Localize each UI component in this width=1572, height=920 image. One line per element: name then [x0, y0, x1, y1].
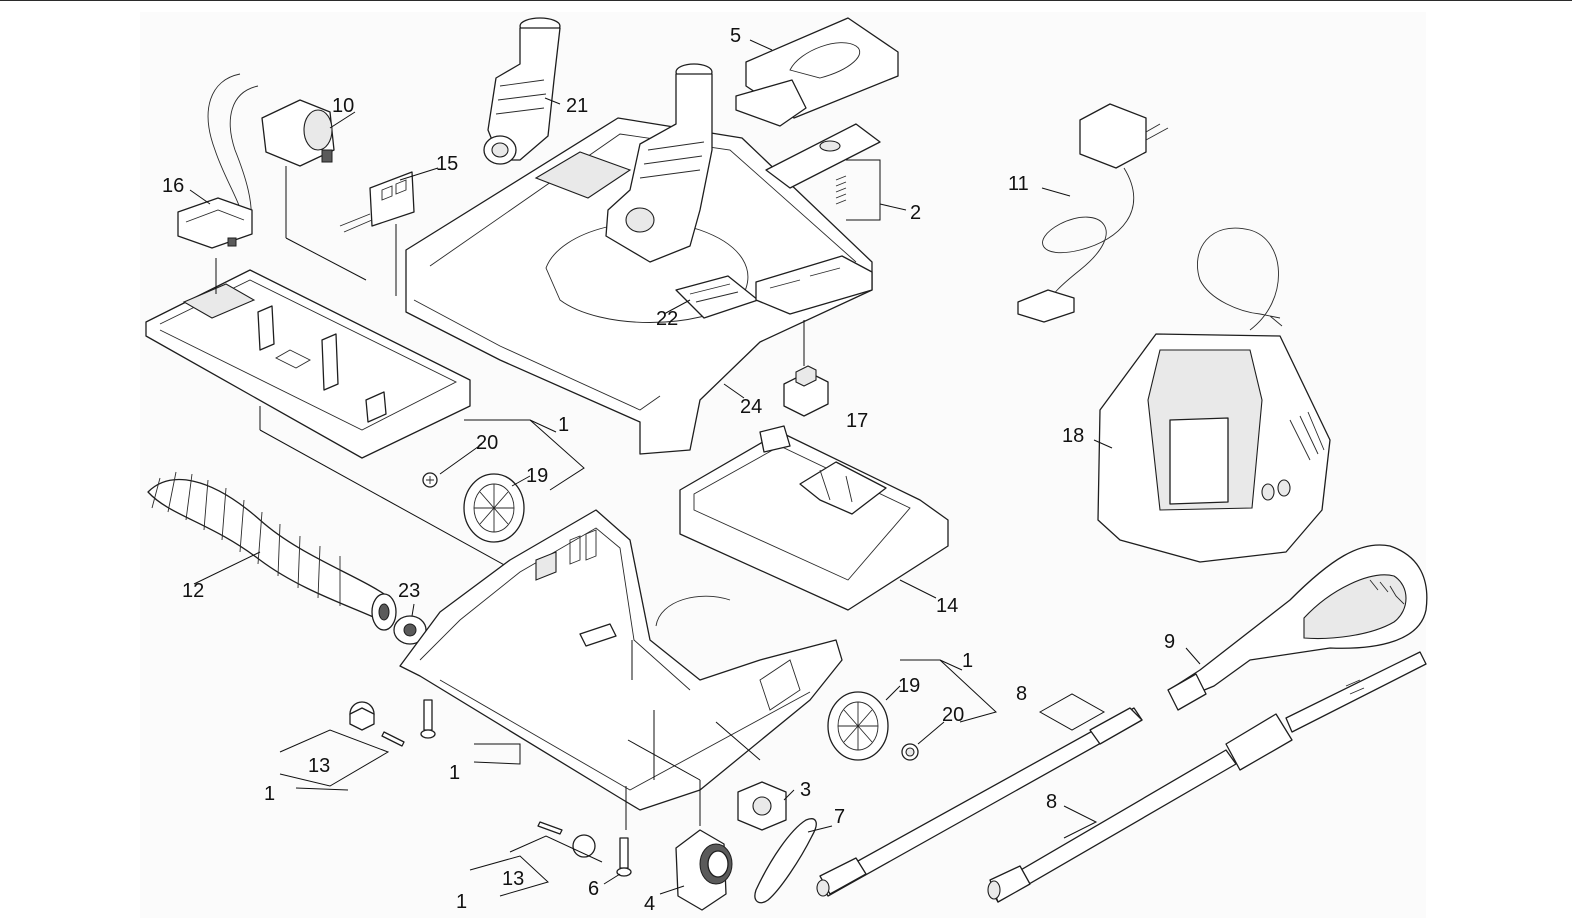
part-lid	[735, 17, 899, 127]
top-border-line	[0, 0, 1572, 1]
part-gear-housing	[675, 829, 733, 911]
callout-19: 19	[898, 675, 920, 697]
part-circuit-board	[339, 171, 415, 233]
callout-13: 13	[502, 868, 524, 890]
part-handle-joint-mounted	[605, 63, 713, 263]
part-handle-grip	[1167, 544, 1428, 711]
part-base-tray	[145, 269, 641, 641]
callout-1: 1	[962, 650, 973, 672]
callout-20: 20	[476, 432, 498, 454]
callout-12: 12	[182, 580, 204, 602]
callout-11: 11	[1008, 173, 1029, 195]
callout-18: 18	[1062, 425, 1084, 447]
part-brush-roller	[147, 471, 397, 631]
callout-8: 8	[1016, 683, 1027, 705]
callout-24: 24	[740, 396, 762, 418]
part-switch-cover	[765, 123, 881, 205]
part-drive-belt	[754, 818, 817, 904]
callout-21: 21	[566, 95, 588, 117]
part-connector	[177, 197, 253, 249]
callout-20: 20	[942, 704, 964, 726]
callout-4: 4	[644, 893, 655, 915]
callout-17: 17	[846, 410, 868, 432]
part-charging-station	[1097, 227, 1331, 563]
callout-9: 9	[1164, 631, 1175, 653]
callout-6: 6	[588, 878, 599, 900]
part-bushing-group-upper	[349, 699, 436, 747]
part-dirt-container	[679, 425, 949, 611]
callout-labels: 1 1 1 1 1 2 3 4 5 6 7 8 8 9 10 11 12 13 …	[162, 25, 1175, 915]
leader-lines	[189, 39, 1201, 897]
part-switch	[783, 320, 829, 417]
part-power-adapter	[1017, 103, 1169, 323]
part-motor	[207, 73, 335, 229]
callout-15: 15	[436, 153, 458, 175]
part-washer	[393, 615, 427, 645]
part-wheel-upper	[422, 472, 525, 543]
callout-3: 3	[800, 779, 811, 801]
callout-1: 1	[558, 414, 569, 436]
callout-13: 13	[308, 755, 330, 777]
callout-23: 23	[398, 580, 420, 602]
callout-8: 8	[1046, 791, 1057, 813]
callout-1: 1	[264, 783, 275, 805]
part-wheel-lower	[827, 691, 919, 761]
callout-1: 1	[456, 891, 467, 913]
callout-2: 2	[910, 202, 921, 224]
callout-5: 5	[730, 25, 741, 47]
part-tube-lower	[987, 651, 1427, 903]
part-main-cover	[405, 117, 873, 455]
callout-16: 16	[162, 175, 184, 197]
part-tube-upper	[816, 707, 1143, 897]
callout-14: 14	[936, 595, 958, 617]
callout-19: 19	[526, 465, 548, 487]
part-gasket	[737, 781, 787, 831]
callout-22: 22	[656, 308, 678, 330]
callout-10: 10	[332, 95, 354, 117]
callout-7: 7	[834, 806, 845, 828]
part-handle-joint-detached	[483, 17, 561, 165]
part-bushing-group-lower	[537, 821, 632, 877]
callout-1: 1	[449, 762, 460, 784]
